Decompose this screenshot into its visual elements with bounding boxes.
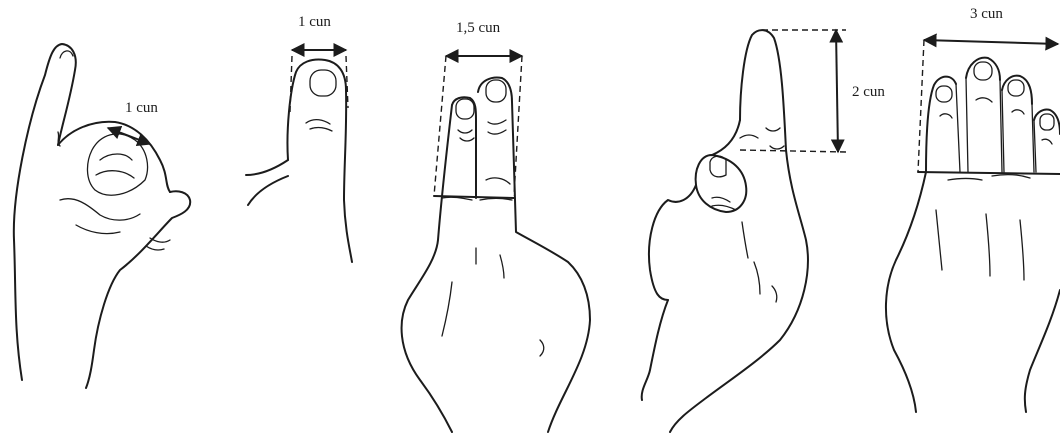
label-1-cun-a: 1 cun [125,100,158,116]
label-3-cun: 3 cun [970,6,1003,22]
label-2-cun: 2 cun [852,84,885,100]
figure-two-fingers: 1,5 cun [402,20,590,432]
figure-thumb-width: 1 cun [246,14,352,262]
figure-four-fingers: 3 cun [886,6,1060,412]
figure-hand-bent-thumb: 1 cun [14,44,190,388]
label-1-5-cun: 1,5 cun [456,20,501,36]
figure-finger-length: 2 cun [642,30,886,432]
label-1-cun-b: 1 cun [298,14,331,30]
